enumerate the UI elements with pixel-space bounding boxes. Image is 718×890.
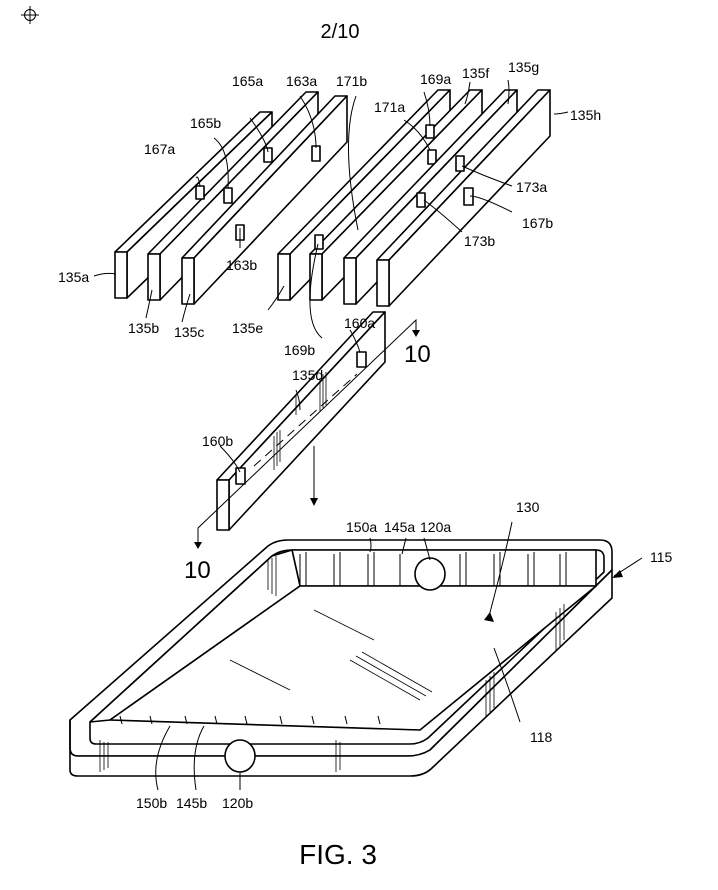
label-163a: 163a: [286, 73, 317, 89]
arrow-115: [612, 557, 643, 578]
arrow-130: [484, 612, 494, 622]
label-150a: 150a: [346, 519, 377, 535]
label-169a: 169a: [420, 71, 451, 87]
label-165a: 165a: [232, 73, 263, 89]
plate-135d: [216, 311, 386, 531]
plate-135h: [376, 89, 551, 307]
label-169b: 169b: [284, 342, 315, 358]
label-167a: 167a: [144, 141, 175, 157]
label-135g: 135g: [508, 59, 539, 75]
label-173a: 173a: [516, 179, 547, 195]
label-171b: 171b: [336, 73, 367, 89]
label-167b: 167b: [522, 215, 553, 231]
figure-caption: FIG. 3: [299, 839, 377, 870]
label-135h: 135h: [570, 107, 601, 123]
label-135f: 135f: [462, 65, 489, 81]
section-mark-top: 10: [404, 341, 431, 368]
label-135c: 135c: [174, 324, 204, 340]
label-165b: 165b: [190, 115, 221, 131]
label-150b: 150b: [136, 795, 167, 811]
crosshair-circle-icon: [21, 6, 39, 24]
sheet-number: 2/10: [321, 21, 360, 43]
label-145a: 145a: [384, 519, 415, 535]
label-120a: 120a: [420, 519, 451, 535]
label-160b: 160b: [202, 433, 233, 449]
label-135a: 135a: [58, 269, 89, 285]
label-135d: 135d: [292, 367, 323, 383]
section-line-10: [194, 318, 420, 549]
label-171a: 171a: [374, 99, 405, 115]
label-173b: 173b: [464, 233, 495, 249]
label-135e: 135e: [232, 320, 263, 336]
leader-lines: [93, 79, 569, 791]
tray-115: [69, 539, 613, 777]
label-135b: 135b: [128, 320, 159, 336]
label-118: 118: [530, 729, 553, 745]
label-145b: 145b: [176, 795, 207, 811]
label-120b: 120b: [222, 795, 253, 811]
label-163b: 163b: [226, 257, 257, 273]
label-130: 130: [516, 499, 540, 515]
label-160a: 160a: [344, 315, 375, 331]
label-115: 115: [650, 549, 673, 565]
section-mark-bottom: 10: [184, 557, 211, 584]
